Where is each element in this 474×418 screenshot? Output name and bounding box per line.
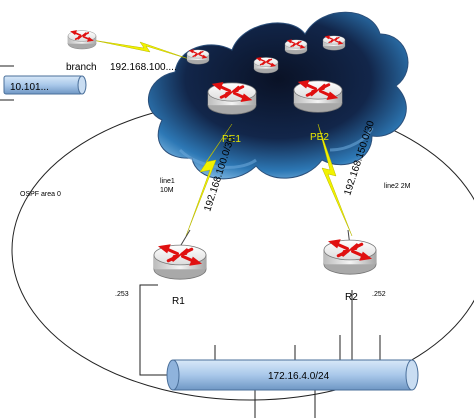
router-cloud-2 — [254, 57, 278, 73]
r2-address-label: .252 — [372, 291, 386, 298]
r1-lan-connector — [139, 284, 175, 376]
lan-bottom-label: 172.16.4.0/24 — [268, 371, 330, 382]
branch-link-label: 192.168.100.... — [110, 62, 177, 73]
router-cloud-3 — [285, 40, 307, 54]
router-pe2 — [294, 81, 342, 112]
line1-speed-label: 10M — [160, 187, 174, 194]
router-cloud-4 — [323, 36, 345, 50]
router-r2 — [324, 240, 376, 274]
r1-address-label: .253 — [115, 291, 129, 298]
ospf-label: OSPF area 0 — [20, 191, 61, 198]
pe1-label: PE1 — [222, 134, 241, 145]
r2-label: R2 — [345, 292, 358, 303]
line2-label: line2 2M — [384, 183, 411, 190]
mpls-cloud — [147, 11, 409, 180]
branch-label: branch — [66, 62, 97, 73]
lan-drop-lines — [214, 335, 381, 418]
lan-pipe-bottom: 172.16.4.0/24 — [166, 359, 419, 391]
router-cloud-1 — [187, 50, 209, 64]
router-branch — [68, 31, 96, 49]
lan-pipe-left: 10.101... — [0, 65, 87, 101]
router-r1 — [154, 245, 206, 279]
r1-label: R1 — [172, 296, 185, 307]
router-pe1 — [208, 83, 256, 114]
pe2-label: PE2 — [310, 132, 329, 143]
line1-label: line1 — [160, 178, 175, 185]
lan-left-label: 10.101... — [10, 82, 49, 93]
pe2-link-bolt — [317, 123, 353, 237]
branch-link-bolt — [91, 39, 193, 61]
